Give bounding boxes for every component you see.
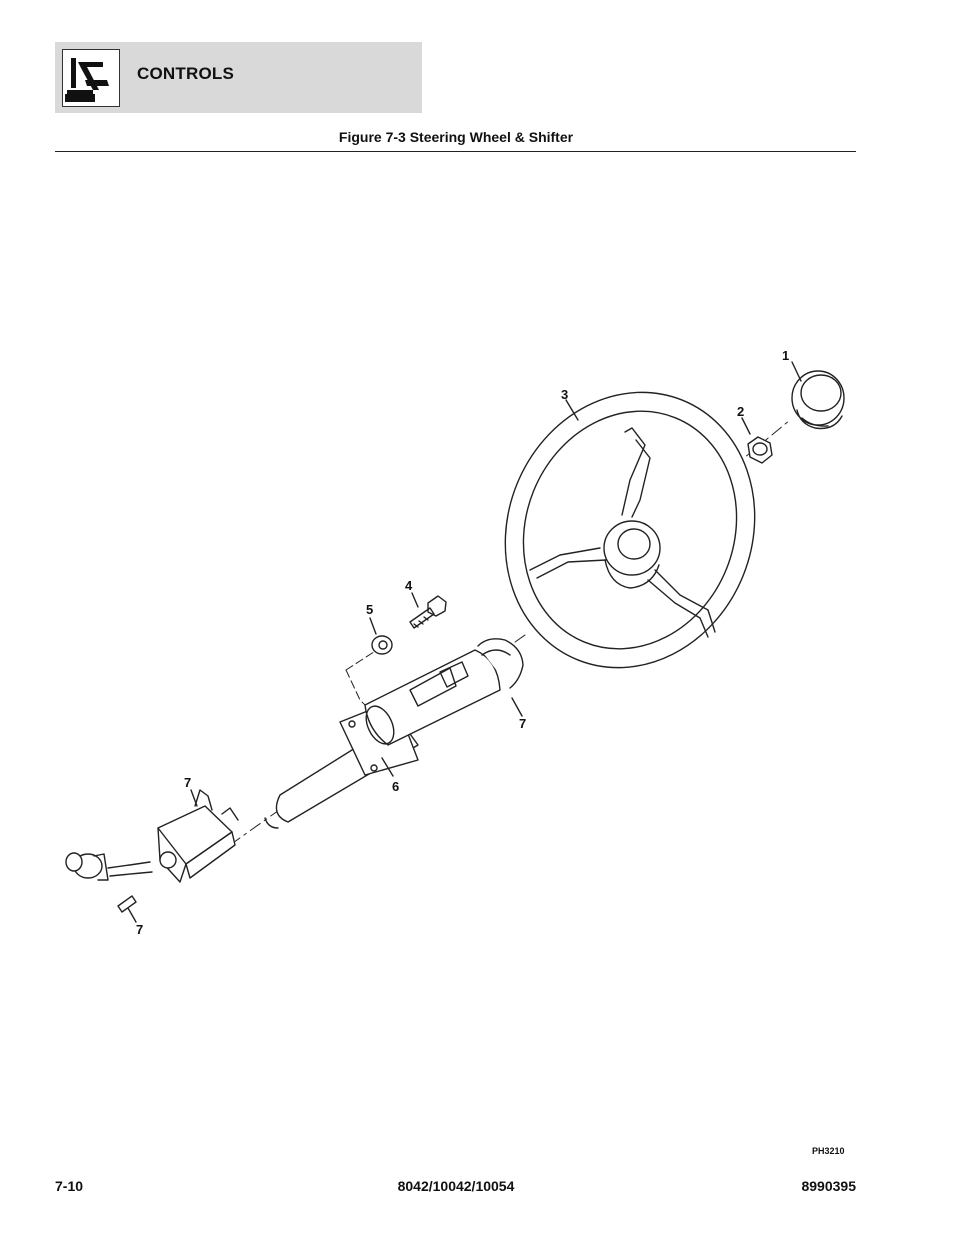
- steering-knob-part: [791, 370, 845, 430]
- header-rule: [55, 151, 856, 152]
- figure-title: Figure 7-3 Steering Wheel & Shifter: [338, 129, 574, 145]
- steering-nut-part: [747, 436, 773, 464]
- leader-7c: [127, 907, 137, 923]
- leader-5: [369, 617, 377, 635]
- model-numbers: 8042/10042/10054: [397, 1178, 515, 1194]
- page-number: 7-10: [55, 1178, 84, 1194]
- callout-7-screw: 7: [136, 922, 143, 937]
- callout-5: 5: [366, 602, 373, 617]
- bolt-part: [409, 595, 447, 629]
- section-title: CONTROLS: [137, 64, 234, 83]
- leader-6: [381, 757, 394, 777]
- washer-part: [371, 635, 393, 655]
- callout-2: 2: [737, 404, 744, 419]
- leader-7a: [511, 697, 523, 717]
- callout-1: 1: [782, 348, 789, 363]
- callout-4: 4: [405, 578, 413, 593]
- joystick-controls-icon: [62, 49, 120, 107]
- steering-column-part: [264, 638, 524, 829]
- leader-7b: [190, 789, 198, 807]
- figure-reference-code: PH3210: [812, 1146, 845, 1156]
- leader-4: [411, 592, 419, 608]
- callout-7-column: 7: [519, 716, 526, 731]
- leader-3: [565, 399, 579, 421]
- steering-wheel-part: [504, 391, 756, 669]
- callout-6: 6: [392, 779, 399, 794]
- leader-1: [791, 361, 802, 382]
- callout-3: 3: [561, 387, 568, 402]
- shifter-assembly-part: [65, 789, 239, 913]
- document-number: 8990395: [801, 1178, 856, 1194]
- leader-2: [741, 417, 751, 435]
- callout-7-shifter: 7: [184, 775, 191, 790]
